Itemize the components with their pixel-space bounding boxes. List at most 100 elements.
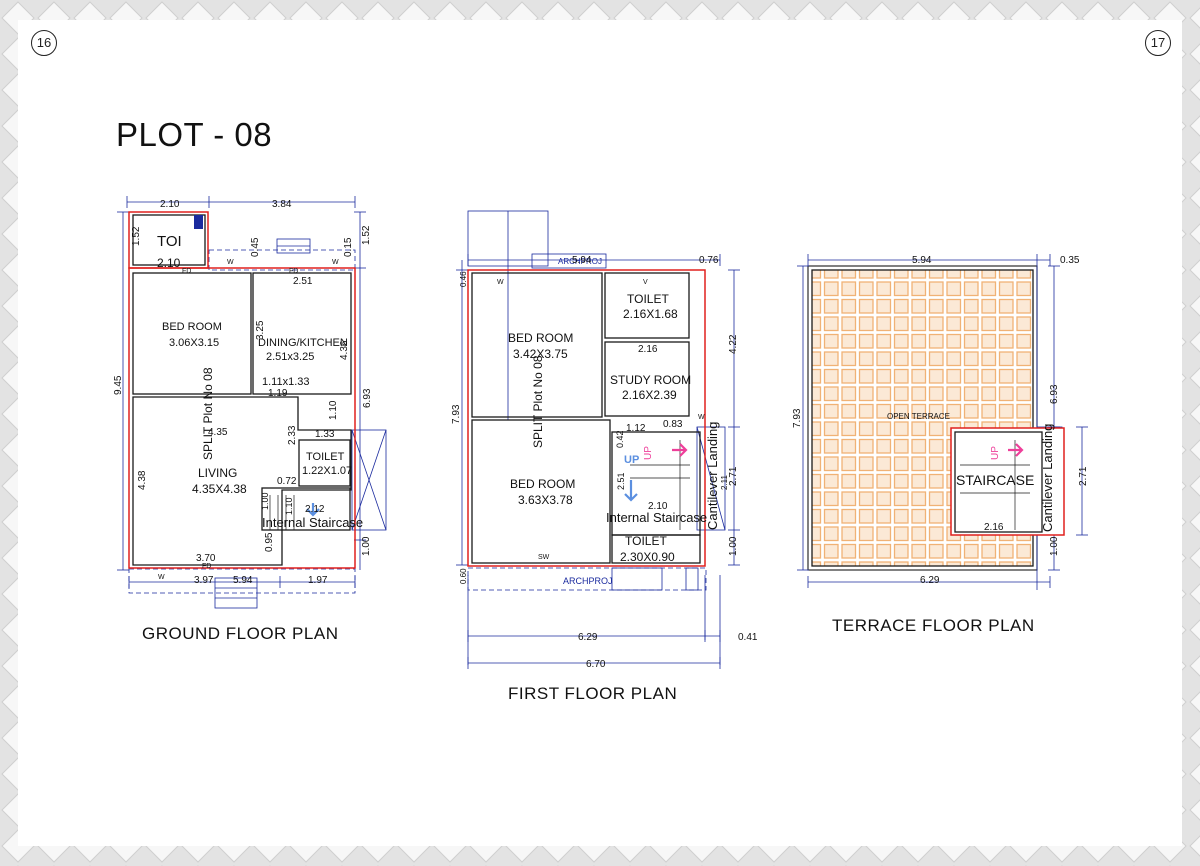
tf-dim-216: 2.16 (984, 522, 1004, 533)
ff-study-w: 2.16 (638, 344, 658, 355)
ff-dim-210: 2.10 (648, 501, 668, 512)
ff-split-label: SPLIT Plot No 08 (531, 355, 545, 448)
gf-room-living-dim: 4.35X4.38 (192, 482, 247, 496)
gf-toilet-h: 1.10 (328, 400, 339, 420)
gf-dim-v045: 0.45 (250, 237, 261, 257)
gf-room-bed: BED ROOM (162, 321, 222, 333)
gf-window-tag-2: W (227, 259, 234, 266)
gf-fd-tag-3: FD (202, 563, 211, 570)
ff-dim-b629: 6.29 (578, 632, 598, 643)
ff-dim-r271: 2.71 (728, 466, 739, 486)
gf-room-dining-dim: 2.51x3.25 (266, 351, 314, 363)
ff-dim-251: 2.51 (616, 472, 626, 490)
page-number-right: 17 (1145, 30, 1171, 56)
ff-dim-083: 0.83 (663, 419, 683, 430)
ff-dim-left: 7.93 (451, 404, 462, 424)
gf-toi-width: 2.10 (157, 256, 181, 270)
gf-room-bed-dim: 3.06X3.15 (169, 337, 219, 349)
ff-dim-042: 0.42 (615, 430, 625, 448)
tf-up-label: UP (990, 446, 1001, 460)
ff-room-toilet1: TOILET (627, 292, 669, 306)
gf-living-h: 4.38 (137, 470, 148, 490)
ff-room-toilet2-dim: 2.30X0.90 (620, 550, 675, 564)
ff-dim-b670: 6.70 (586, 659, 606, 670)
ff-room-bed2: BED ROOM (510, 477, 575, 491)
ff-dim-left-top: 0.46 (459, 271, 468, 287)
gf-dim-left: 9.45 (113, 375, 124, 395)
first-floor-caption: FIRST FLOOR PLAN (508, 684, 678, 703)
ff-up-arrow-pink: UP (643, 446, 654, 460)
ff-internal-staircase: Internal Staircase (606, 510, 707, 525)
ff-room-toilet1-dim: 2.16X1.68 (623, 307, 678, 321)
tf-dim-top-r: 0.35 (1060, 255, 1080, 266)
gf-toilet-w: 1.33 (315, 429, 335, 440)
gf-dim-v233: 2.33 (287, 425, 298, 445)
ff-dim-112: 1.12 (626, 423, 646, 434)
ff-room-study: STUDY ROOM (610, 373, 691, 387)
tf-open-terrace: OPEN TERRACE (887, 412, 950, 421)
ff-dim-r422: 4.22 (728, 334, 739, 354)
gf-room-toi: TOI (157, 233, 182, 250)
ff-archproj-top: ARCHPROJ (558, 257, 602, 266)
gf-dim-top-left: 2.10 (160, 199, 180, 210)
gf-dim-bottom-a: 3.97 (194, 575, 214, 586)
tf-staircase: STAIRCASE (956, 472, 1034, 488)
gf-room-toilet-dim: 1.22X1.07 (302, 465, 352, 477)
ff-dim-top: 5.94 (572, 255, 592, 266)
gf-living-w: 4.35 (208, 427, 228, 438)
gf-room-dining: DINING/KITCHEN (258, 337, 348, 349)
tf-dim-bottom: 6.29 (920, 575, 940, 586)
gf-internal-staircase: Internal Staircase (262, 515, 363, 530)
ff-archproj-bottom: ARCHPROJ (563, 576, 613, 586)
gf-dim-v015: 0.15 (343, 237, 354, 257)
ff-dim-b041: 0.41 (738, 632, 758, 643)
tf-dim-r100: 1.00 (1049, 536, 1060, 556)
ff-up-label: UP (624, 454, 639, 466)
gf-living-bw: 3.70 (196, 553, 216, 564)
gf-dining-h: 4.36 (339, 340, 350, 360)
page-title: PLOT - 08 (116, 116, 273, 153)
terrace-floor-caption: TERRACE FLOOR PLAN (832, 616, 1035, 635)
tf-dim-top: 5.94 (912, 255, 932, 266)
tf-dim-r271: 2.71 (1078, 466, 1089, 486)
gf-dim-top-right: 3.84 (272, 199, 292, 210)
ff-room-toilet2: TOILET (625, 534, 667, 548)
gf-dim-right-h: 1.52 (361, 225, 372, 245)
gf-room-living: LIVING (198, 466, 237, 480)
ff-dim-r100: 1.00 (728, 536, 739, 556)
ground-floor-caption: GROUND FLOOR PLAN (142, 624, 339, 643)
ff-dim-left-bot: 0.60 (459, 568, 468, 584)
gf-dim-bottom-b: 5.94 (233, 575, 253, 586)
gf-fd-tag-1: FD (182, 268, 191, 275)
gf-split-label: SPLIT Plot No 08 (201, 367, 215, 460)
gf-fd-tag-2: FD (289, 268, 298, 275)
gf-dim-100: 1.00 (260, 492, 270, 510)
gf-dim-072: 0.72 (277, 476, 297, 487)
gf-dim-212: 2.12 (305, 504, 325, 515)
gf-dim-bottom-c: 1.97 (308, 575, 328, 586)
ff-w-tag-2: W (698, 414, 705, 421)
ff-room-bed1: BED ROOM (508, 331, 573, 345)
gf-dining-w: 2.51 (293, 276, 313, 287)
gf-window-tag: W (158, 574, 165, 581)
gf-room-toilet: TOILET (306, 451, 345, 463)
gf-dim-v325: 3.25 (255, 320, 266, 340)
ff-room-bed2-dim: 3.63X3.78 (518, 493, 573, 507)
gf-pass-dim: 1.11x1.33 (262, 376, 310, 388)
gf-dim-toi-h: 1.52 (131, 226, 142, 246)
page-number-left: 16 (31, 30, 57, 56)
gf-dim-095: 0.95 (264, 532, 275, 552)
ff-dim-211: 2.11 (720, 474, 729, 490)
tf-dim-r693: 6.93 (1049, 384, 1060, 404)
ff-sw-tag: SW (538, 554, 550, 561)
ff-w-tag: W (497, 279, 504, 286)
gf-dim-right-mid: 6.93 (362, 388, 373, 408)
gf-window-tag-3: W (332, 259, 339, 266)
ff-v-tag: V (643, 279, 648, 286)
